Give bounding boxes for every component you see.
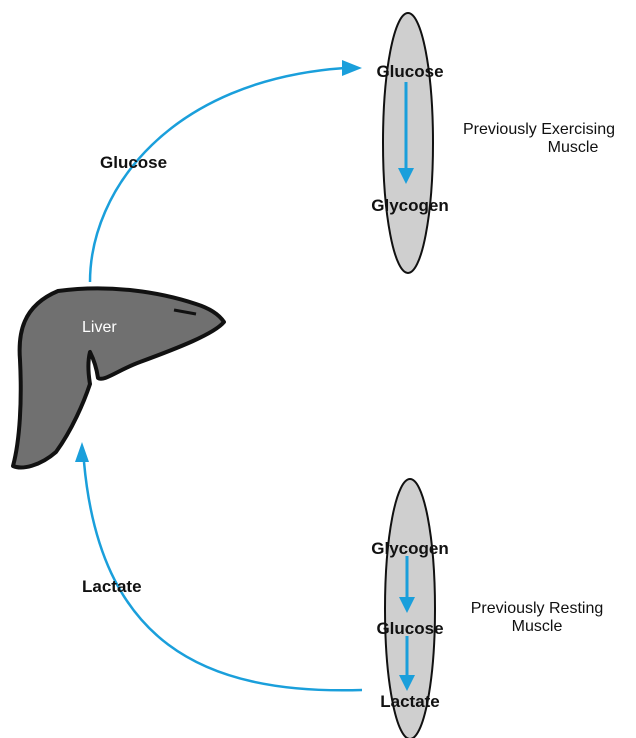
liver-shape: [13, 288, 224, 467]
glucose-arrowhead: [342, 60, 362, 76]
exercising-muscle-label-line2: Muscle: [548, 139, 599, 156]
liver: Liver: [13, 288, 224, 467]
glucose-arrow-label: Glucose: [100, 153, 167, 172]
glucose-transport-arrow: Glucose: [90, 60, 362, 282]
resting-muscle: Glycogen Glucose Lactate Previously Rest…: [371, 479, 603, 738]
resting-muscle-label-line1: Previously Resting: [471, 600, 604, 617]
glucose-arrow-curve: [90, 68, 345, 282]
exercising-muscle-shape: [383, 13, 433, 273]
resting-step-glucose: Glucose: [376, 619, 443, 638]
exercising-step-glucose: Glucose: [376, 62, 443, 81]
resting-step-glycogen: Glycogen: [371, 539, 448, 558]
exercising-step-glycogen: Glycogen: [371, 196, 448, 215]
lactate-arrow-label: Lactate: [82, 577, 142, 596]
resting-step-lactate: Lactate: [380, 692, 440, 711]
lactate-transport-arrow: Lactate: [75, 442, 362, 690]
exercising-muscle-label-line1: Previously Exercising: [463, 121, 615, 138]
exercising-muscle: Glucose Glycogen Previously Exercising M…: [371, 13, 615, 273]
resting-muscle-label-line2: Muscle: [512, 618, 563, 635]
lactate-arrowhead: [75, 442, 89, 462]
liver-label: Liver: [82, 319, 117, 336]
